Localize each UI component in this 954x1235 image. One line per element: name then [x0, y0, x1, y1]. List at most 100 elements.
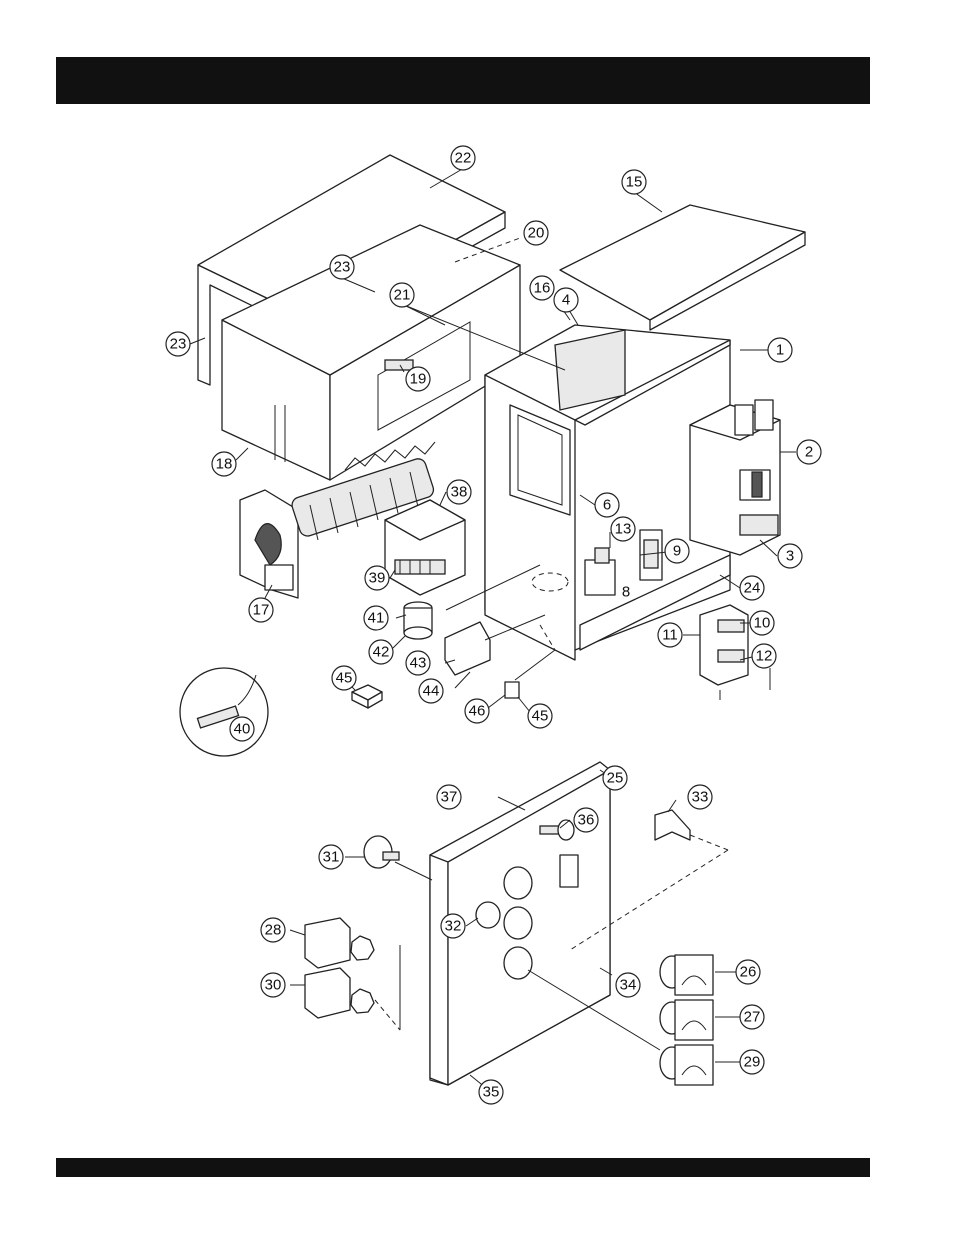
switch-30 [305, 968, 374, 1018]
callout-40: 40 [230, 717, 254, 741]
callout-13: 13 [611, 517, 635, 541]
callout-1: 1 [768, 338, 792, 362]
svg-text:9: 9 [673, 543, 681, 560]
relay-41 [404, 602, 432, 639]
callout-6: 6 [595, 493, 619, 517]
callout-4: 4 [554, 288, 578, 312]
callout-16: 16 [530, 276, 554, 300]
callout-45-left: 45 [332, 666, 356, 690]
svg-text:22: 22 [455, 150, 472, 167]
svg-text:44: 44 [423, 683, 440, 700]
callout-46: 46 [465, 699, 489, 723]
knob-32 [476, 902, 500, 928]
callout-11: 11 [658, 623, 682, 647]
svg-text:2: 2 [805, 444, 813, 461]
callout-39: 39 [365, 566, 389, 590]
svg-text:1: 1 [776, 342, 784, 359]
svg-text:29: 29 [744, 1054, 761, 1071]
callout-12: 12 [752, 644, 776, 668]
meter-27 [660, 1000, 713, 1040]
callout-32: 32 [441, 914, 465, 938]
svg-text:18: 18 [216, 456, 233, 473]
svg-text:24: 24 [744, 580, 761, 597]
callout-20: 20 [524, 221, 548, 245]
circuit-breaker-2 [690, 400, 780, 555]
switch-28 [305, 918, 374, 968]
callout-27: 27 [740, 1005, 764, 1029]
callout-31: 31 [319, 845, 343, 869]
callout-37: 37 [437, 785, 461, 809]
svg-text:12: 12 [756, 648, 773, 665]
callout-3: 3 [778, 544, 802, 568]
svg-text:40: 40 [234, 721, 251, 738]
detail-circle-40 [180, 668, 268, 756]
side-cover-15 [560, 205, 805, 330]
callout-23-top: 23 [330, 255, 354, 279]
svg-text:27: 27 [744, 1009, 761, 1026]
svg-text:16: 16 [534, 280, 551, 297]
svg-text:6: 6 [603, 497, 611, 514]
svg-text:41: 41 [368, 610, 385, 627]
callout-15: 15 [622, 170, 646, 194]
callout-25: 25 [603, 766, 627, 790]
callout-23-left: 23 [166, 332, 190, 356]
svg-text:11: 11 [662, 627, 678, 644]
svg-text:37: 37 [441, 789, 458, 806]
svg-text:34: 34 [620, 977, 637, 994]
callout-2: 2 [797, 440, 821, 464]
svg-text:43: 43 [410, 655, 427, 672]
relay-board-38 [385, 500, 465, 595]
svg-text:31: 31 [323, 849, 340, 866]
callout-34: 34 [616, 973, 640, 997]
callout-18: 18 [212, 452, 236, 476]
callout-43: 43 [406, 651, 430, 675]
svg-text:38: 38 [451, 484, 468, 501]
svg-text:19: 19 [410, 371, 427, 388]
svg-text:21: 21 [394, 287, 411, 304]
svg-text:10: 10 [754, 615, 771, 632]
callout-41: 41 [364, 606, 388, 630]
svg-text:17: 17 [253, 602, 270, 619]
meter-26 [660, 955, 713, 995]
callout-22: 22 [451, 146, 475, 170]
svg-text:3: 3 [786, 548, 794, 565]
callout-29: 29 [740, 1050, 764, 1074]
callout-17: 17 [249, 598, 273, 622]
callout-42: 42 [369, 640, 393, 664]
callout-38: 38 [447, 480, 471, 504]
callout-19: 19 [406, 367, 430, 391]
svg-text:20: 20 [528, 225, 545, 242]
callout-33: 33 [688, 785, 712, 809]
svg-text:35: 35 [483, 1084, 500, 1101]
svg-text:45: 45 [336, 670, 353, 687]
potentiometer-31 [364, 836, 399, 868]
callout-24: 24 [740, 576, 764, 600]
svg-text:39: 39 [369, 570, 386, 587]
label-8: 8 [622, 584, 630, 601]
svg-text:32: 32 [445, 918, 462, 935]
callout-10: 10 [750, 611, 774, 635]
callout-35: 35 [479, 1080, 503, 1104]
svg-text:23: 23 [170, 336, 187, 353]
callout-36: 36 [574, 808, 598, 832]
svg-text:13: 13 [615, 521, 632, 538]
svg-text:23: 23 [334, 259, 351, 276]
callout-44: 44 [419, 679, 443, 703]
svg-text:28: 28 [265, 922, 282, 939]
svg-text:25: 25 [607, 770, 624, 787]
svg-text:4: 4 [562, 292, 570, 309]
svg-text:46: 46 [469, 703, 486, 720]
contactor-10 [700, 605, 748, 685]
connector-46 [505, 682, 519, 698]
callout-30: 30 [261, 973, 285, 997]
callout-26: 26 [736, 960, 760, 984]
callout-28: 28 [261, 918, 285, 942]
svg-text:36: 36 [578, 812, 595, 829]
svg-text:15: 15 [626, 174, 643, 191]
sensor-45 [352, 685, 382, 708]
callout-9: 9 [665, 539, 689, 563]
callout-21: 21 [390, 283, 414, 307]
meter-29 [660, 1045, 713, 1085]
svg-text:33: 33 [692, 789, 709, 806]
